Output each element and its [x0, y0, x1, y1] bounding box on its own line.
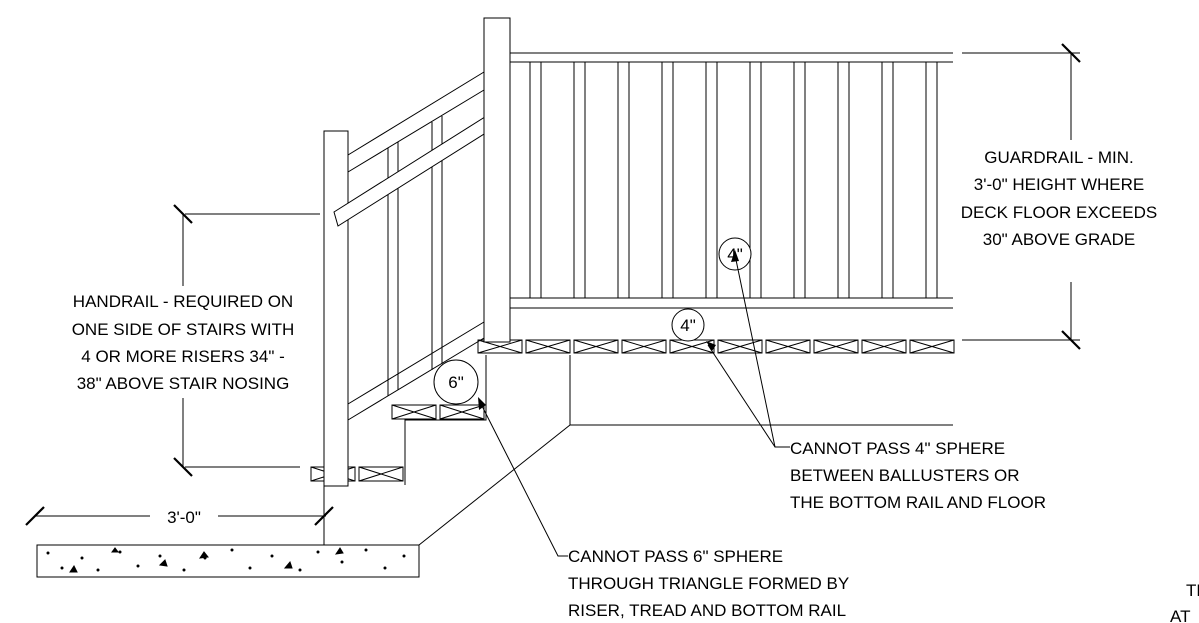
width-dimension-label: 3'-0" [167, 508, 201, 527]
deck-baluster [617, 61, 630, 299]
partial-note-line-1: TR [1186, 581, 1199, 600]
leader-lines [478, 250, 790, 557]
sphere-6-note-line-2: THROUGH TRIANGLE FORMED BY [568, 574, 849, 593]
sphere-6-note-line-3: RISER, TREAD AND BOTTOM RAIL [568, 601, 846, 620]
guardrail-height-dimension [962, 43, 1081, 350]
sphere-6-note: CANNOT PASS 6" SPHERE THROUGH TRIANGLE F… [568, 547, 849, 620]
handrail-note: HANDRAIL - REQUIRED ON ONE SIDE OF STAIR… [72, 292, 295, 393]
deck-board [765, 339, 811, 354]
sphere-4-bottom-label: 4" [680, 316, 696, 335]
deck-board [573, 339, 619, 354]
deck-balusters [529, 61, 938, 299]
deck-baluster [793, 61, 806, 299]
sphere-6-triangle: 6" [433, 359, 479, 405]
concrete-footing [36, 544, 420, 578]
deck-newel-post [483, 17, 511, 343]
deck-baluster [573, 61, 586, 299]
sphere-4-note-line-3: THE BOTTOM RAIL AND FLOOR [790, 493, 1046, 512]
sphere-6-triangle-label: 6" [448, 373, 464, 392]
deck-board [909, 339, 955, 354]
guardrail-note-line-2: 3'-0" HEIGHT WHERE [974, 175, 1145, 194]
deck-board [477, 339, 523, 354]
deck-baluster [529, 61, 542, 299]
partial-note: TR AT [1170, 581, 1199, 623]
sphere-6-note-line-1: CANNOT PASS 6" SPHERE [568, 547, 783, 566]
stair-stringer-line [418, 424, 571, 546]
deck-baluster [749, 61, 762, 299]
deck-board [861, 339, 907, 354]
sphere-4-bottom: 4" [671, 308, 705, 342]
guardrail-note-line-4: 30" ABOVE GRADE [983, 230, 1136, 249]
width-dimension: 3'-0" [25, 486, 334, 545]
deck-board [525, 339, 571, 354]
deck-baluster [925, 61, 938, 299]
guardrail-note-line-3: DECK FLOOR EXCEEDS [961, 203, 1158, 222]
handrail-height-dimension [173, 204, 320, 477]
guardrail-note-line-1: GUARDRAIL - MIN. [984, 148, 1134, 167]
partial-note-line-2: AT [1170, 607, 1190, 623]
sphere-4-note-line-1: CANNOT PASS 4" SPHERE [790, 439, 1005, 458]
upper-tread-boards [391, 404, 485, 420]
deck-board [621, 339, 667, 354]
guardrail-note: GUARDRAIL - MIN. 3'-0" HEIGHT WHERE DECK… [961, 148, 1158, 249]
deck-baluster [661, 61, 674, 299]
sphere-4-note: CANNOT PASS 4" SPHERE BETWEEN BALLUSTERS… [790, 439, 1046, 512]
handrail-note-line-1: HANDRAIL - REQUIRED ON [73, 292, 293, 311]
deck-baluster [881, 61, 894, 299]
deck-baluster [837, 61, 850, 299]
deck-floor-boards [477, 339, 955, 354]
deck-guardrail [510, 52, 953, 309]
sphere-4-note-line-2: BETWEEN BALLUSTERS OR [790, 466, 1020, 485]
stair-handrail [333, 109, 501, 227]
stair-newel-post [323, 130, 349, 487]
deck-baluster [705, 61, 718, 299]
handrail-note-line-2: ONE SIDE OF STAIRS WITH [72, 320, 295, 339]
deck-board [813, 339, 859, 354]
handrail-note-line-4: 38" ABOVE STAIR NOSING [77, 374, 290, 393]
handrail-note-line-3: 4 OR MORE RISERS 34" - [81, 347, 284, 366]
deck-framing [485, 355, 953, 426]
